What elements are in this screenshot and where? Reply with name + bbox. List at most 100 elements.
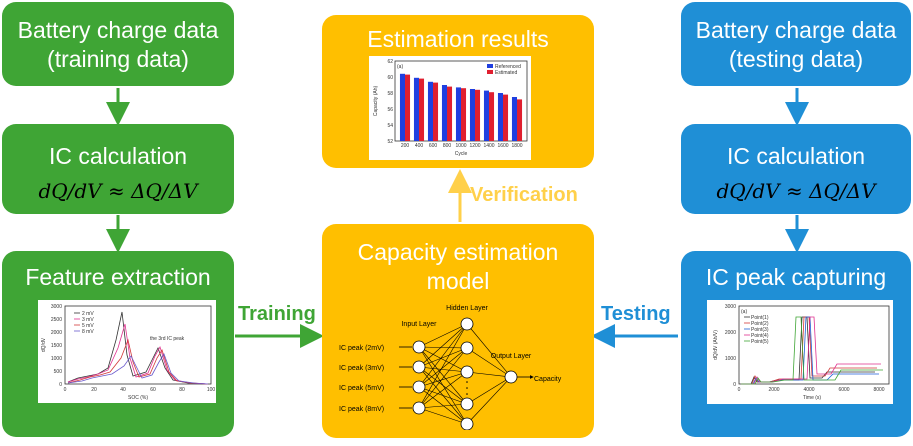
results-ytick: 52 — [387, 139, 393, 145]
input-layer-label: Input Layer — [401, 321, 437, 328]
input-label-2mv: IC peak (2mV) — [339, 345, 384, 352]
results-legend-estimated: Estimated — [495, 70, 517, 76]
input-hidden-link — [418, 346, 468, 349]
results-bar-referenced — [497, 93, 503, 141]
hidden-output-link — [466, 376, 512, 425]
results-ytick: 58 — [387, 91, 393, 97]
input-hidden-link — [418, 371, 468, 388]
feature-ytick: 2000 — [51, 330, 62, 336]
feature-ytick: 3000 — [51, 304, 62, 310]
results-bar-referenced — [427, 81, 433, 141]
peak-ylabel: dQ/dV (Ah/V) — [713, 330, 719, 360]
training-data-box: Battery charge data (training data) — [2, 2, 234, 86]
peak-legend-1: Point(1) — [751, 315, 769, 321]
input-hidden-link — [418, 386, 468, 405]
peak-curve-5 — [741, 316, 883, 385]
results-ytick: 56 — [387, 107, 393, 113]
results-bar-referenced — [483, 90, 489, 141]
input-hidden-link — [418, 346, 468, 373]
peak-legend-5: Point(5) — [751, 339, 769, 345]
hidden-output-link — [466, 376, 512, 405]
feature-curve-5mv — [67, 338, 209, 385]
results-ytick: 54 — [387, 123, 393, 129]
feature-xtick: 80 — [179, 387, 185, 393]
feature-ytick: 500 — [54, 369, 63, 375]
results-xtick: 1400 — [483, 143, 494, 149]
results-xtick: 1800 — [511, 143, 522, 149]
feature-ytick: 1500 — [51, 343, 62, 349]
peak-ytick: 0 — [733, 382, 736, 388]
results-bar-estimated — [517, 99, 523, 141]
training-data-line1: Battery charge data — [17, 17, 219, 43]
results-bar-estimated — [503, 94, 509, 141]
results-xtick: 800 — [443, 143, 452, 149]
capacity-estimation-model-box: Capacity estimation model — [322, 224, 594, 438]
results-bar-estimated — [419, 78, 425, 141]
results-bar-referenced — [441, 85, 447, 141]
peak-xtick: 2000 — [768, 387, 779, 393]
ic-calculation-box-right: IC calculation dQ/dV ≈ ΔQ/ΔV — [681, 124, 911, 214]
results-bar-referenced — [413, 77, 419, 141]
output-capacity-label: Capacity — [534, 376, 562, 383]
legend-swatch-referenced — [487, 64, 493, 68]
results-xtick: 1200 — [469, 143, 480, 149]
legend-swatch-estimated — [487, 70, 493, 74]
input-hidden-link — [418, 323, 468, 348]
peak-ytick: 3000 — [725, 304, 736, 310]
feature-ytick: 1000 — [51, 356, 62, 362]
input-hidden-link — [418, 323, 468, 388]
feature-extraction-title: Feature extraction — [25, 264, 211, 290]
peak-xtick: 4000 — [803, 387, 814, 393]
results-panel-label: (a) — [397, 64, 403, 70]
testing-data-box: Battery charge data (testing data) — [681, 2, 911, 86]
model-title-line1: Capacity estimation — [357, 239, 559, 265]
input-hidden-link — [418, 371, 468, 409]
feature-legend-3mv: 3 mV — [82, 317, 94, 323]
peak-xtick: 8000 — [873, 387, 884, 393]
input-node — [412, 401, 426, 415]
results-bar-referenced — [511, 97, 517, 141]
feature-xtick: 0 — [64, 387, 67, 393]
ic-calculation-title-right: IC calculation — [726, 143, 866, 169]
peak-xtick: 6000 — [838, 387, 849, 393]
input-hidden-link — [418, 386, 468, 425]
feature-ytick: 2500 — [51, 317, 62, 323]
results-xtick: 1000 — [455, 143, 466, 149]
results-bar-referenced — [455, 87, 461, 141]
peak-panel-label: (a) — [741, 309, 747, 315]
input-hidden-link — [418, 347, 468, 388]
input-hidden-link — [418, 323, 468, 409]
feature-xtick: 40 — [120, 387, 126, 393]
feature-legend-5mv: 5 mV — [82, 323, 94, 329]
peak-ytick: 1000 — [725, 356, 736, 362]
neural-network-diagram: Input Layer Hidden Layer Output Layer Ca… — [339, 305, 562, 430]
output-layer-label: Output Layer — [491, 353, 532, 360]
input-hidden-link — [418, 347, 468, 368]
ic-formula-right: dQ/dV ≈ ΔQ/ΔV — [716, 179, 876, 203]
peak-legend-4: Point(4) — [751, 333, 769, 339]
results-bar-estimated — [433, 82, 439, 141]
estimation-results-chart: (a) Capacity (Ah) Cycle Referenced Estim… — [369, 56, 531, 160]
input-hidden-link — [418, 403, 468, 409]
input-hidden-link — [418, 346, 468, 405]
results-bar-estimated — [447, 86, 453, 141]
testing-label: Testing — [601, 303, 671, 325]
peak-ytick: 2000 — [725, 330, 736, 336]
peak-xtick: 0 — [738, 387, 741, 393]
ic-peak-chart: (a) 0 1000 2000 3000 0 2000 4000 6000 80… — [707, 300, 893, 404]
input-hidden-link — [418, 323, 468, 368]
testing-data-line2: (testing data) — [728, 46, 864, 72]
input-node — [412, 380, 426, 394]
input-hidden-link — [418, 347, 468, 409]
output-node — [504, 370, 518, 384]
feature-ylabel: dQ/dV — [41, 337, 47, 352]
results-bar-estimated — [461, 88, 467, 141]
results-xlabel: Cycle — [455, 151, 468, 157]
results-xtick: 200 — [401, 143, 410, 149]
verification-label: Verification — [470, 184, 578, 206]
results-xtick: 400 — [415, 143, 424, 149]
input-hidden-link — [418, 407, 468, 425]
feature-curve-2mv — [67, 311, 209, 385]
input-hidden-link — [418, 366, 468, 373]
